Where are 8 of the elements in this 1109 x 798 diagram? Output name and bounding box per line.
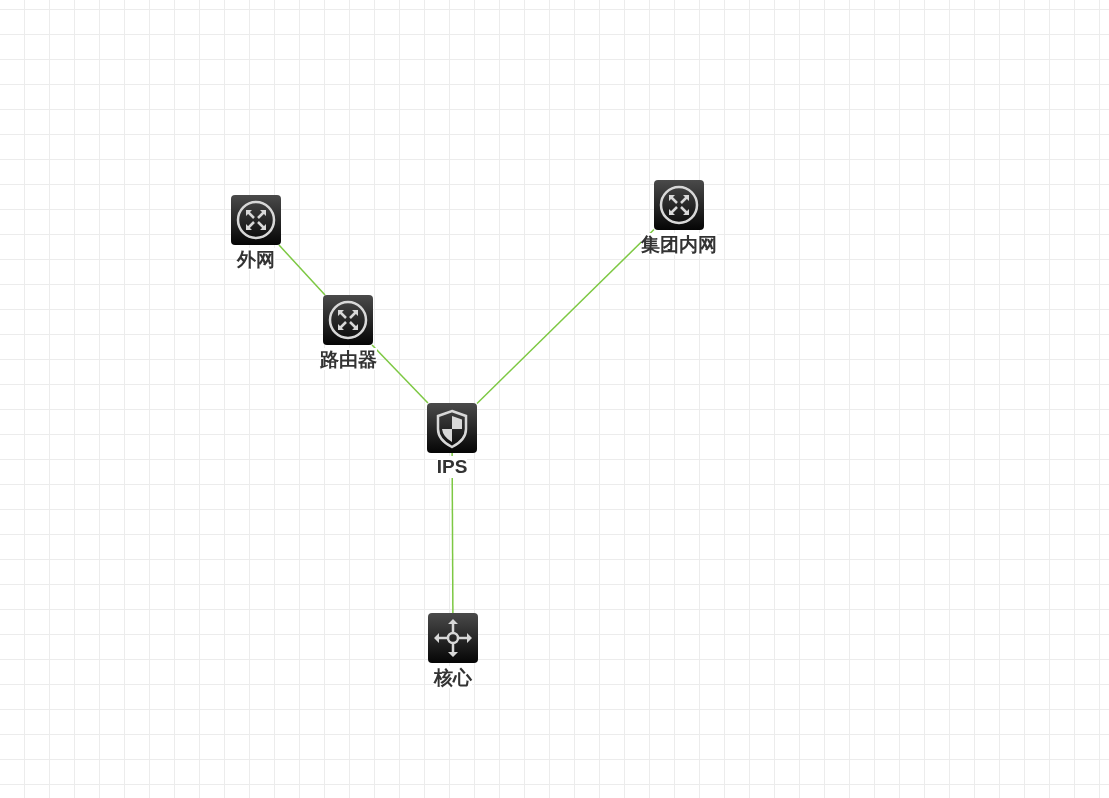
device-label: 路由器	[319, 348, 377, 370]
device-label: 集团内网	[641, 233, 717, 255]
connector-line	[278, 244, 326, 296]
connector-line	[476, 228, 655, 405]
device-label: 外网	[237, 248, 275, 270]
device-label: 核心	[434, 666, 472, 688]
device-label: IPS	[436, 456, 468, 478]
connector-line	[371, 344, 429, 404]
